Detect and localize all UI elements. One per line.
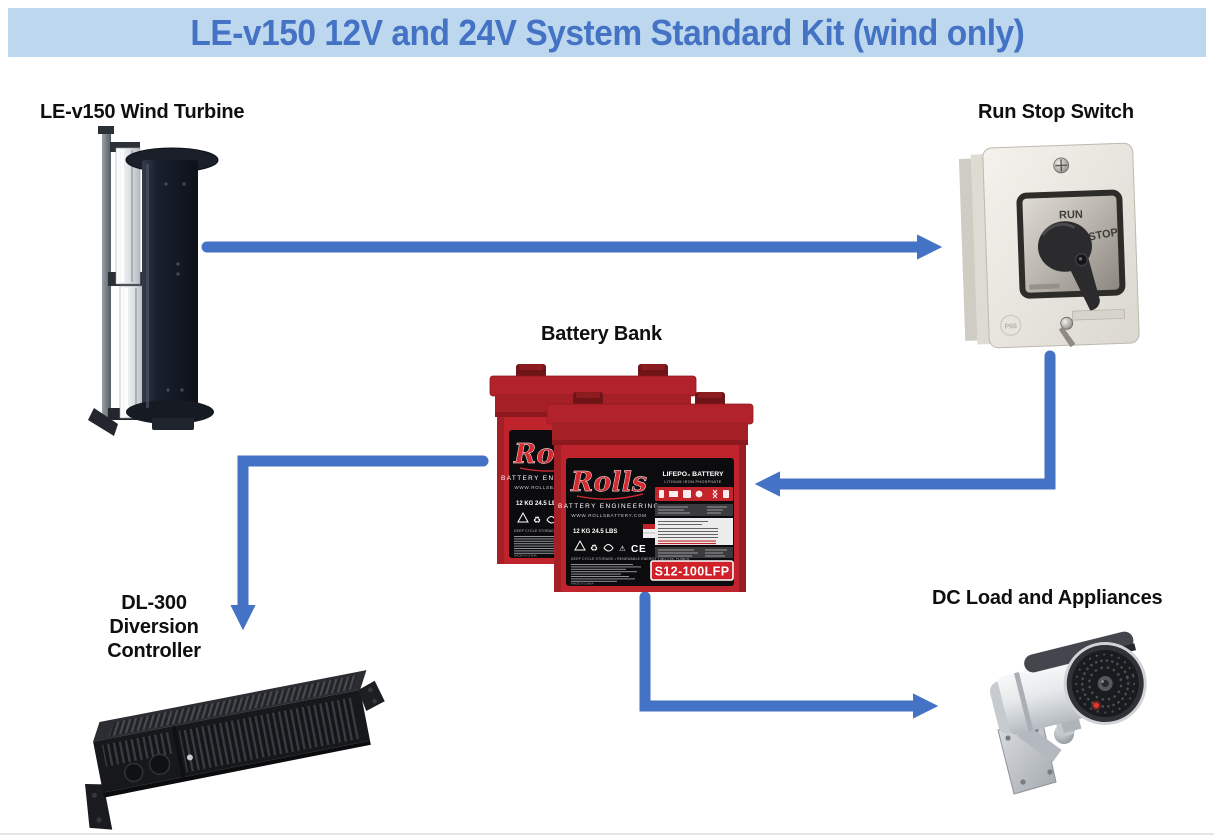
run-stop-switch-label: Run Stop Switch xyxy=(978,101,1134,123)
stop-position-label: STOP xyxy=(1088,227,1119,244)
turbine-drum xyxy=(125,147,219,430)
run-position-label: RUN xyxy=(1059,209,1083,222)
run-stop-switch-image: P66 RUN STOP xyxy=(958,142,1140,349)
arrow-battery-to-load xyxy=(639,591,939,719)
turbine-mast xyxy=(88,126,118,436)
arrow-battery-to-controller xyxy=(230,455,489,631)
switch-knob xyxy=(1038,221,1100,311)
dc-load-label: DC Load and Appliances xyxy=(932,587,1163,609)
page-title: LE-v150 12V and 24V System Standard Kit … xyxy=(189,11,1024,53)
camera-body xyxy=(989,631,1147,735)
dc-load-image xyxy=(989,631,1147,795)
diversion-controller-image xyxy=(85,670,385,830)
turbine-blades xyxy=(108,142,146,420)
diversion-controller-label-line3: Controller xyxy=(107,640,201,662)
battery-bank-label: Battery Bank xyxy=(541,323,662,345)
wind-turbine-image xyxy=(88,126,219,436)
diversion-controller-label-line2: Diversion xyxy=(109,616,199,638)
arrow-switch-to-battery xyxy=(754,350,1056,497)
ip-rating-marking: P66 xyxy=(1004,323,1017,330)
battery-bank-image: Rolls BATTERY ENGINEERING WWW.ROLLSBATTE… xyxy=(489,363,754,593)
controller-body xyxy=(85,670,385,830)
battery-front xyxy=(546,391,754,593)
diversion-controller-label-line1: DL-300 xyxy=(121,592,187,614)
diversion-controller-label: DL-300 Diversion Controller xyxy=(84,591,224,663)
wind-turbine-label: LE-v150 Wind Turbine xyxy=(40,101,245,123)
title-banner: LE-v150 12V and 24V System Standard Kit … xyxy=(8,8,1206,57)
